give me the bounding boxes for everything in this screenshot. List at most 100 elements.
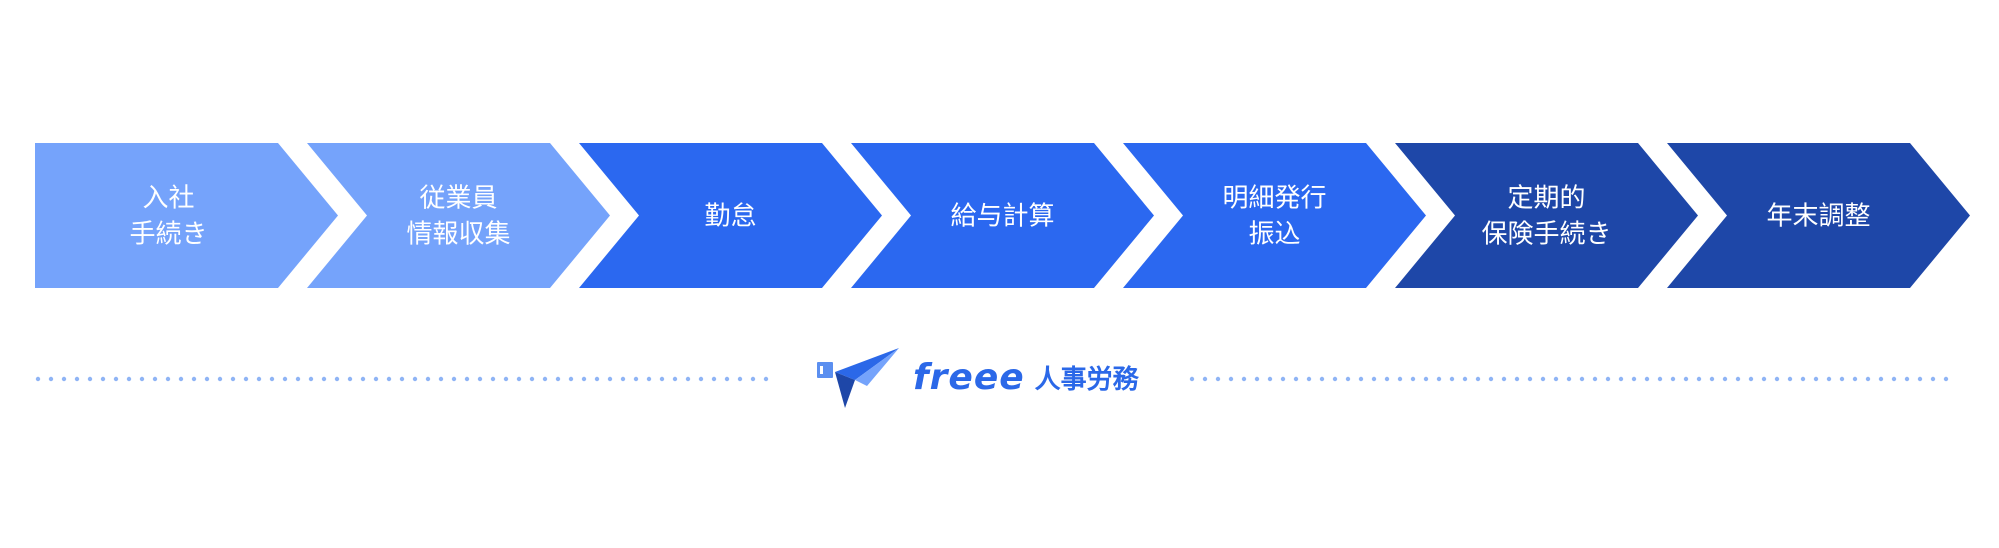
divider-dot <box>503 376 509 382</box>
divider-dot <box>607 376 613 382</box>
divider-dot <box>178 376 184 382</box>
divider-dot <box>1878 376 1884 382</box>
step-label: 勤怠 <box>704 202 756 232</box>
divider-dot <box>256 376 262 382</box>
divider-dot <box>1215 376 1221 382</box>
divider-dot <box>763 376 769 382</box>
divider-dot <box>1254 376 1260 382</box>
divider-dot <box>1241 376 1247 382</box>
divider-dot <box>1514 376 1520 382</box>
step-label: 定期的 <box>1507 184 1585 214</box>
divider-dot <box>1722 376 1728 382</box>
divider-dot <box>425 376 431 382</box>
divider-dot <box>1501 376 1507 382</box>
divider-dot <box>360 376 366 382</box>
divider-dot <box>1319 376 1325 382</box>
step-label: 手続き <box>129 220 207 250</box>
divider-dot <box>1475 376 1481 382</box>
step-label: 従業員 <box>419 184 497 214</box>
divider-dot <box>1904 376 1910 382</box>
step-label: 明細発行 <box>1222 184 1326 214</box>
divider-dot <box>269 376 275 382</box>
divider-dot <box>243 376 249 382</box>
divider-dot <box>1917 376 1923 382</box>
divider-dot <box>1826 376 1832 382</box>
divider-dot <box>126 376 132 382</box>
divider-dot <box>1423 376 1429 382</box>
divider-dot <box>230 376 236 382</box>
step-label: 年末調整 <box>1766 202 1870 232</box>
step-chevron <box>579 143 882 288</box>
divider-dot <box>412 376 418 382</box>
divider-dot <box>1189 376 1195 382</box>
brand-name: freee <box>913 356 1025 398</box>
divider-dot <box>1540 376 1546 382</box>
divider-dot <box>152 376 158 382</box>
divider-dot <box>113 376 119 382</box>
divider-dot <box>646 376 652 382</box>
divider-dot <box>1371 376 1377 382</box>
divider-dot <box>1670 376 1676 382</box>
divider-dot <box>1449 376 1455 382</box>
divider-dot <box>1592 376 1598 382</box>
step-chevron <box>851 143 1154 288</box>
divider-dot <box>542 376 548 382</box>
divider-dot <box>659 376 665 382</box>
step-chevron <box>307 143 610 288</box>
divider-dot <box>1839 376 1845 382</box>
step-label: 給与計算 <box>950 202 1054 232</box>
step-chevron <box>35 143 338 288</box>
divider-dot <box>1267 376 1273 382</box>
divider-dot <box>1787 376 1793 382</box>
divider-dot <box>1345 376 1351 382</box>
divider-dot <box>698 376 704 382</box>
divider-dot <box>594 376 600 382</box>
divider-dot <box>282 376 288 382</box>
divider-dot <box>61 376 67 382</box>
divider-dot <box>633 376 639 382</box>
divider-dot <box>386 376 392 382</box>
divider-dot <box>1332 376 1338 382</box>
divider-dot <box>1800 376 1806 382</box>
divider-dot <box>1618 376 1624 382</box>
divider-dot <box>1436 376 1442 382</box>
divider-dot <box>1865 376 1871 382</box>
divider-dot <box>165 376 171 382</box>
divider-dot <box>1566 376 1572 382</box>
process-step: 給与計算 <box>851 143 1154 288</box>
divider-dot <box>1657 376 1663 382</box>
divider-dot <box>1579 376 1585 382</box>
step-label: 入社 <box>142 184 194 214</box>
divider-dot <box>724 376 730 382</box>
divider-dot <box>1488 376 1494 382</box>
divider-dot <box>74 376 80 382</box>
divider-dot <box>373 376 379 382</box>
divider-dot <box>568 376 574 382</box>
divider-dot <box>1683 376 1689 382</box>
divider-dot <box>438 376 444 382</box>
divider-dot <box>477 376 483 382</box>
divider-dot <box>490 376 496 382</box>
divider-dot <box>100 376 106 382</box>
step-label: 振込 <box>1248 220 1300 250</box>
divider-dot <box>1774 376 1780 382</box>
divider-dot <box>48 376 54 382</box>
divider-dot <box>1280 376 1286 382</box>
divider-dot <box>737 376 743 382</box>
dotted-divider-left <box>35 376 769 382</box>
divider-dot <box>347 376 353 382</box>
divider-dot <box>1930 376 1936 382</box>
divider-dot <box>399 376 405 382</box>
dotted-divider-right <box>1189 376 1949 382</box>
step-chevron <box>1395 143 1698 288</box>
divider-dot <box>308 376 314 382</box>
divider-dot <box>1943 376 1949 382</box>
divider-dot <box>1891 376 1897 382</box>
divider-dot <box>1358 376 1364 382</box>
divider-dot <box>1709 376 1715 382</box>
divider-dot <box>1462 376 1468 382</box>
